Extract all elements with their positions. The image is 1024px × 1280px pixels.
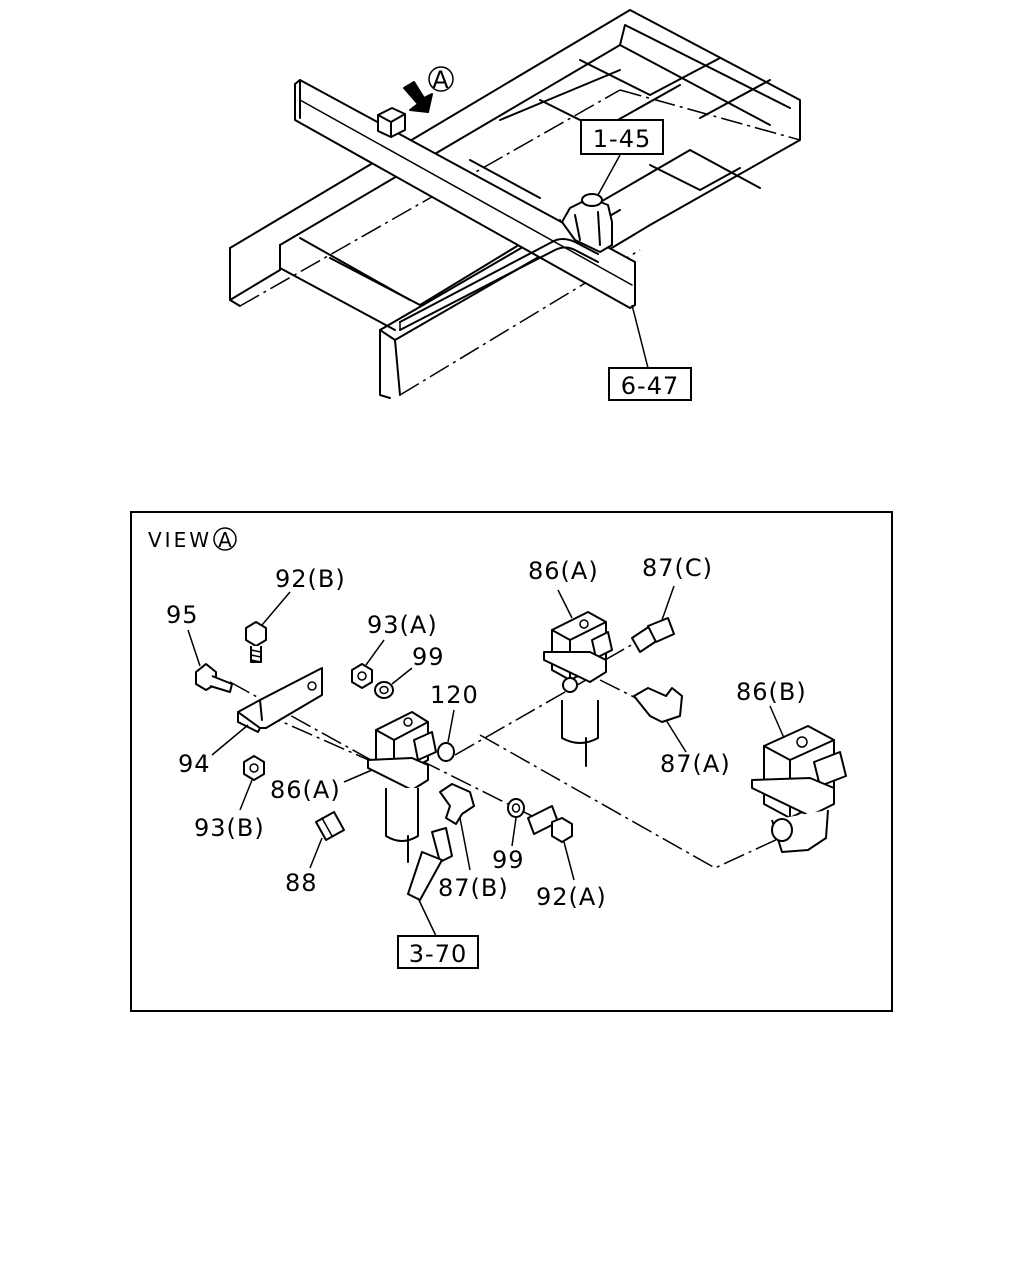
elbow-87b xyxy=(439,783,475,871)
label-93a: 93(A) xyxy=(367,611,438,639)
label-99-top: 99 xyxy=(412,643,445,671)
label-87b: 87(B) xyxy=(438,874,509,902)
label-93b: 93(B) xyxy=(194,814,265,842)
washer-99-top xyxy=(374,667,413,699)
view-title: VIEW xyxy=(148,528,212,552)
fitting-87c xyxy=(631,585,675,653)
label-99-bottom: 99 xyxy=(492,846,525,874)
bolt-92b xyxy=(245,591,291,663)
valve-86a-top xyxy=(543,589,613,767)
nut-93a xyxy=(351,639,385,689)
plug-88 xyxy=(309,811,345,869)
label-94: 94 xyxy=(178,750,211,778)
bracket-94 xyxy=(211,667,323,756)
view-a-marker: A xyxy=(432,66,449,94)
bolt-95 xyxy=(187,629,233,693)
bolt-92a xyxy=(527,805,575,881)
hose-3-70: 3-70 xyxy=(397,827,479,969)
view-marker: A xyxy=(218,528,232,552)
label-86a-left: 86(A) xyxy=(270,776,341,804)
label-92b: 92(B) xyxy=(275,565,346,593)
view-a-frame xyxy=(130,511,893,1012)
o-ring-120 xyxy=(437,709,455,762)
nut-93b xyxy=(239,755,265,811)
label-87a: 87(A) xyxy=(660,750,731,778)
ref-6-47-label: 6-47 xyxy=(621,372,679,400)
ref-3-70-label: 3-70 xyxy=(409,940,467,968)
chassis-frame-illustration: A 1-45 6-47 xyxy=(229,9,801,401)
label-92a: 92(A) xyxy=(536,883,607,911)
label-120: 120 xyxy=(430,681,479,709)
label-87c: 87(C) xyxy=(642,554,713,582)
elbow-87a xyxy=(633,687,687,753)
valve-86b xyxy=(751,705,847,853)
valve-86a-left xyxy=(343,711,437,863)
label-86b: 86(B) xyxy=(736,678,807,706)
label-88: 88 xyxy=(285,869,318,897)
washer-99-bottom xyxy=(507,798,525,847)
label-95: 95 xyxy=(166,601,199,629)
ref-1-45-label: 1-45 xyxy=(593,125,651,153)
view-a-panel: VIEW A xyxy=(130,511,893,1012)
label-86a-top: 86(A) xyxy=(528,557,599,585)
